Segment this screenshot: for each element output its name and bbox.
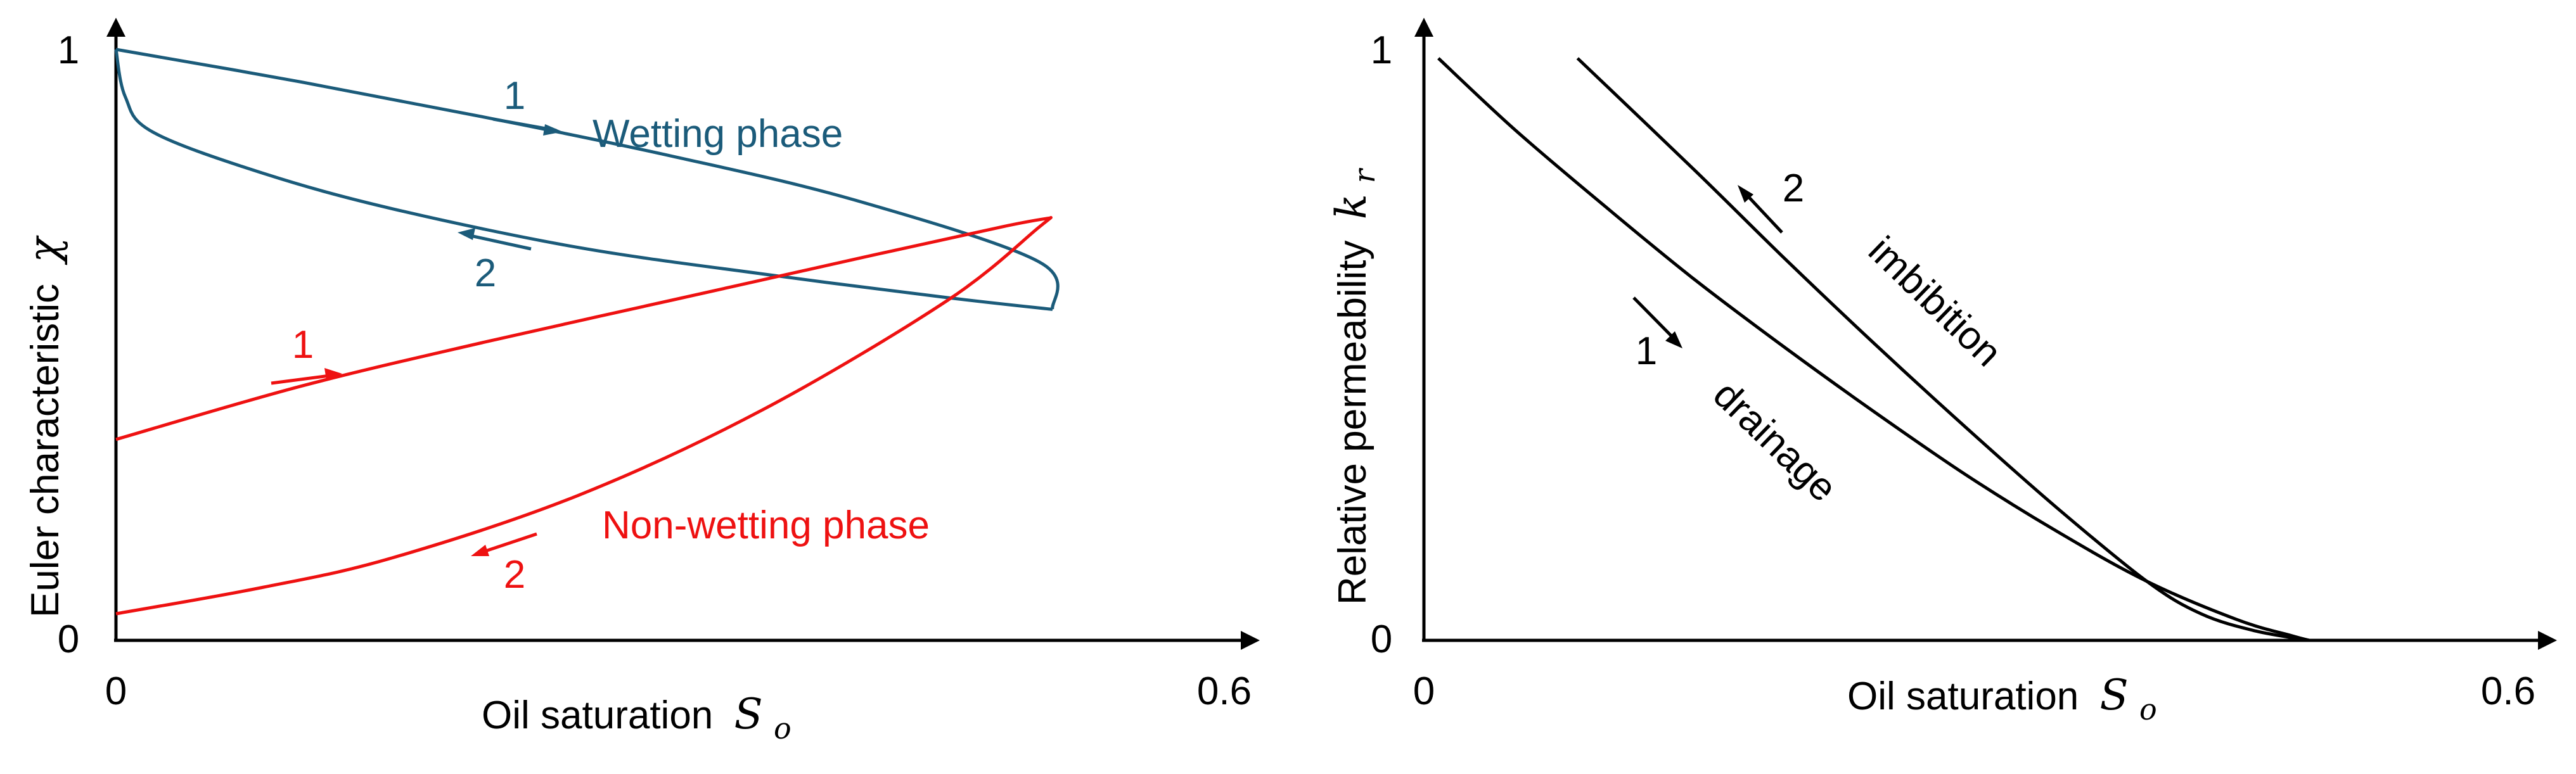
euler-x-axis-arrow [1241, 631, 1260, 650]
nonwetting-branch-1-arrow [271, 373, 335, 385]
perm-xlabel-symbol: S [2100, 671, 2129, 720]
euler-xtick-06: 0.6 [1197, 669, 1252, 713]
wetting-curve-branch-1 [115, 48, 1060, 310]
perm-xlabel-sub: o [2139, 692, 2157, 726]
perm-ylabel-text: Relative permeability [1331, 241, 1375, 605]
euler-curves [114, 48, 1060, 616]
drainage-arrow [1632, 296, 1677, 342]
wetting-branch-1-label: 1 [504, 74, 525, 118]
imbibition-arrowhead [1738, 185, 1753, 203]
euler-x-axis-label: Oil saturation S o [482, 690, 791, 745]
euler-xlabel-text: Oil saturation [482, 694, 713, 737]
nonwetting-phase-label: Non-wetting phase [602, 504, 930, 547]
imbibition-arrow [1743, 191, 1783, 234]
nonwetting-branch-1-arrowhead [324, 368, 342, 380]
perm-x-axis-arrow [2538, 631, 2557, 650]
imbibition-branch-label: 2 [1783, 167, 1804, 210]
euler-ylabel-text: Euler characteristic [23, 284, 67, 618]
perm-xtick-06: 0.6 [2481, 669, 2535, 713]
perm-ytick-0: 0 [1371, 618, 1392, 661]
nonwetting-branch-2-arrowhead [471, 545, 489, 556]
euler-xlabel-symbol: S [734, 690, 763, 739]
euler-xtick-0: 0 [105, 669, 127, 713]
drainage-arrowhead [1665, 331, 1682, 348]
nonwetting-branch-1-label: 1 [292, 323, 314, 367]
wetting-branch-2-label: 2 [475, 251, 496, 295]
drainage-curve [1437, 57, 2310, 642]
perm-x-axis-label: Oil saturation S o [1847, 671, 2157, 726]
perm-ytick-1: 1 [1371, 29, 1392, 72]
euler-ytick-1: 1 [58, 29, 79, 72]
euler-y-axis-arrow [106, 18, 125, 37]
wetting-curve-branch-2 [114, 49, 1053, 311]
euler-y-axis-label: Euler characteristic χ [20, 235, 68, 618]
perm-y-axis-label: Relative permeability k r [1327, 167, 1381, 605]
nonwetting-curve-branch-2 [115, 216, 1053, 616]
perm-xtick-0: 0 [1413, 669, 1435, 713]
imbibition-curve [1576, 57, 2310, 642]
wetting-branch-2-arrow [464, 232, 532, 251]
nonwetting-curve-branch-1 [115, 216, 1051, 441]
permeability-chart: 1 0 0 0.6 Oil saturation S o Relative pe… [1327, 18, 2557, 726]
perm-xlabel-text: Oil saturation [1847, 675, 2079, 718]
wetting-phase-label: Wetting phase [593, 112, 843, 156]
wetting-branch-2-arrowhead [458, 228, 475, 240]
euler-ytick-0: 0 [58, 618, 79, 661]
perm-ylabel-sub: r [1347, 167, 1381, 183]
nonwetting-branch-2-label: 2 [504, 553, 525, 597]
nonwetting-branch-2-arrow [477, 532, 537, 555]
drainage-branch-label: 1 [1636, 329, 1657, 373]
euler-chart: 1 0 0 0.6 Oil saturation S o Euler chara… [20, 18, 1260, 745]
euler-xlabel-sub: o [774, 711, 791, 745]
perm-y-axis-arrow [1414, 18, 1433, 37]
wetting-branch-1-arrowhead [543, 124, 563, 136]
perm-curves [1437, 57, 2310, 642]
drainage-label: drainage [1705, 372, 1845, 510]
perm-ylabel-symbol: k [1327, 194, 1376, 219]
euler-ylabel-symbol: χ [20, 235, 68, 265]
